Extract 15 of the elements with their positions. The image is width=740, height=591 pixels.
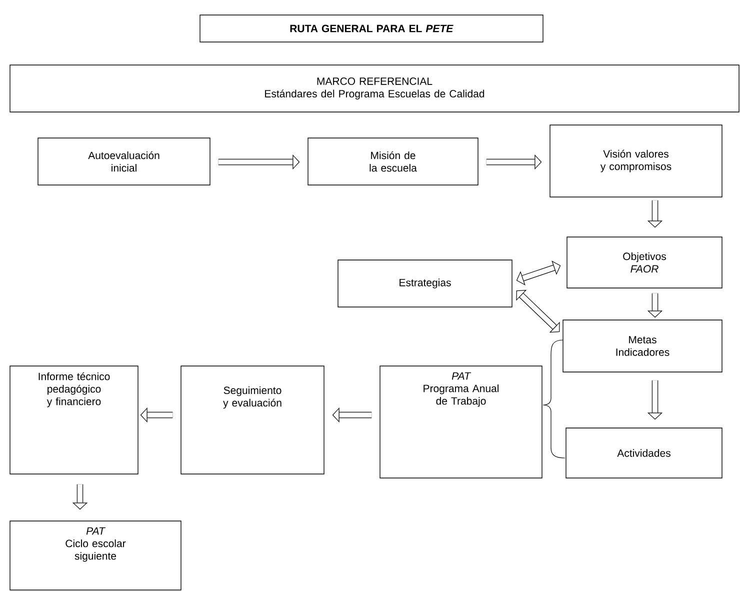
process-box: Metas Indicadores [562,320,722,372]
process-box: Objetivos FAOR [566,236,722,288]
process-box: Seguimiento y evaluación [180,366,324,474]
process-box: PAT Ciclo escolar siguiente [10,520,182,590]
block-arrow [516,290,560,333]
process-box: PAT Programa Anual de Trabajo [380,366,542,478]
process-box: Actividades [566,428,722,478]
frame-band: MARCO REFERENCIAL Estándares del Programa Escuelas de Calidad [10,64,740,112]
process-box: Visión valores y compromisos [550,124,722,198]
process-box: Estrategias [338,260,512,308]
process-box: Autoevaluación inicial [38,138,210,186]
block-arrow [516,260,561,286]
title-box: RUTA GENERAL PARA EL PETE [200,14,544,42]
process-box: Informe técnico pedagógico y financiero [10,366,138,474]
process-box: Misión de la escuela [308,138,478,186]
